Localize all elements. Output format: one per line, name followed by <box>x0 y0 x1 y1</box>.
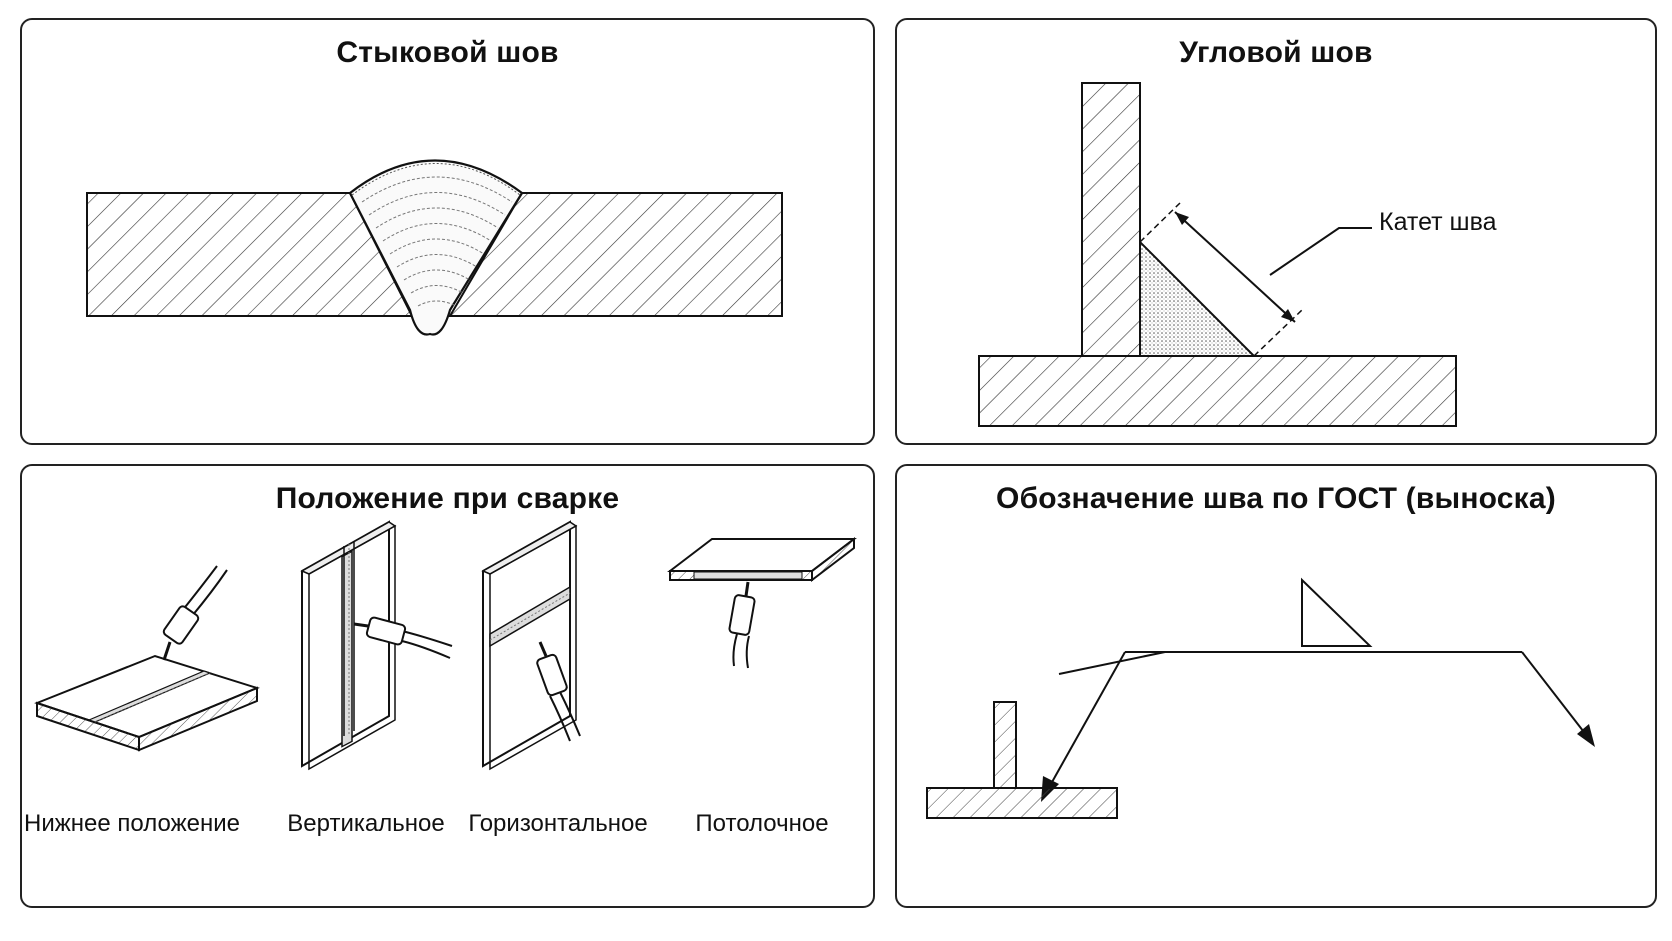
leg-label: Катет шва <box>1379 208 1497 236</box>
panel-fillet-weld: Угловой шов Катет шва <box>895 18 1657 445</box>
panel-butt-weld: Стыковой шов <box>20 18 875 445</box>
fillet-weld-drawing <box>978 82 1457 427</box>
fillet-vertical-plate <box>1081 82 1141 357</box>
electrode-holder-horizontal <box>536 641 581 742</box>
vertical-position-figure <box>300 520 453 771</box>
caption-overhead: Потолочное <box>695 810 829 837</box>
panel-title-fillet: Угловой шов <box>1179 36 1373 69</box>
butt-right-plate <box>448 192 783 317</box>
panel-title-butt: Стыковой шов <box>336 36 559 69</box>
leader-shelf-line <box>1058 651 1522 675</box>
leg-leader-line <box>1269 227 1372 276</box>
horizontal-position-figure <box>481 520 581 771</box>
fillet-weld-symbol <box>1301 577 1373 647</box>
weld-bead-layers <box>361 176 513 307</box>
fillet-weld-triangle <box>1139 239 1257 357</box>
positions-drawing <box>34 520 857 771</box>
electrode-holder-overhead <box>728 581 756 669</box>
gost-drawing <box>926 577 1595 819</box>
leader-arrow-right <box>1521 651 1588 737</box>
leader-arrow-left <box>1046 651 1126 792</box>
fillet-base-plate <box>978 355 1457 427</box>
panel-welding-positions: Положение при сварке <box>20 464 875 908</box>
butt-weld-drawing <box>86 159 783 336</box>
electrode-holder-vertical <box>353 616 453 659</box>
gost-t-joint-vertical <box>993 701 1017 789</box>
electrode-holder-flat <box>162 565 228 661</box>
panel-title-positions: Положение при сварке <box>275 482 620 515</box>
panel-title-gost: Обозначение шва по ГОСТ (выноска) <box>996 482 1556 515</box>
leg-dimension-line <box>1174 211 1296 323</box>
caption-flat: Нижнее положение <box>24 810 240 837</box>
caption-horizontal: Горизонтальное <box>468 810 648 837</box>
butt-weld-bead <box>348 159 524 336</box>
panel-gost-designation: Обозначение шва по ГОСТ (выноска) <box>895 464 1657 908</box>
flat-position-figure <box>34 565 260 752</box>
gost-t-joint-base <box>926 787 1118 819</box>
caption-vertical: Вертикальное <box>287 810 445 837</box>
overhead-position-figure <box>667 536 857 669</box>
